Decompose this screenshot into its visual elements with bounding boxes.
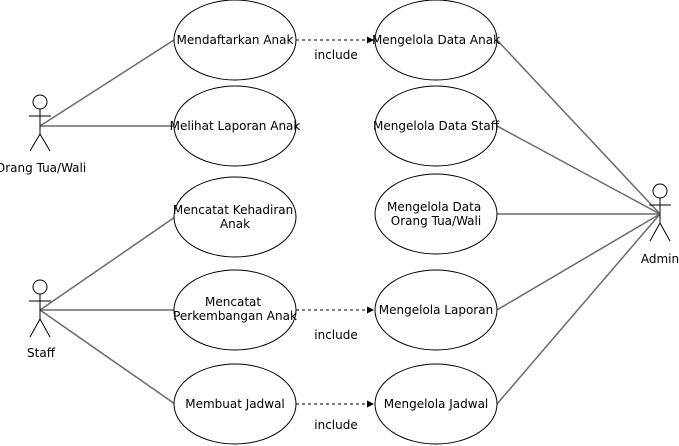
use-case-label: Mencatat Kehadiran Anak: [173, 203, 297, 231]
actor-label: Admin: [641, 252, 679, 266]
include-label-schedule: include: [314, 418, 357, 432]
association-admin-staff-data: [496, 125, 661, 215]
use-case-label: Melihat Laporan Anak: [170, 119, 301, 133]
association-admin-schedule: [496, 213, 661, 405]
association-staff-attendance: [39, 216, 176, 311]
include-label-child-data: include: [314, 48, 357, 62]
association-staff-schedule: [39, 309, 176, 405]
use-case-record-progress[interactable]: Mencatat Perkembangan Anak: [173, 269, 297, 351]
actor-head: [32, 94, 48, 110]
use-case-manage-staff-data[interactable]: Mengelola Data Staff: [373, 85, 500, 167]
actor-leg-left: [29, 318, 41, 338]
association-parent-register: [39, 39, 175, 127]
use-case-label: Mendaftarkan Anak: [177, 33, 294, 47]
actor-label: Staff: [27, 346, 56, 360]
use-case-view-report[interactable]: Melihat Laporan Anak: [170, 85, 301, 167]
actor-label: Orang Tua/Wali: [0, 161, 86, 175]
association-admin-reports: [496, 213, 661, 311]
use-case-create-schedule[interactable]: Membuat Jadwal: [173, 363, 297, 445]
use-case-register-child[interactable]: Mendaftarkan Anak: [173, 0, 297, 81]
association-admin-child-data: [496, 39, 661, 215]
use-case-label: Mengelola Data Staff: [373, 119, 500, 133]
actor-leg-right: [39, 133, 51, 152]
include-label-reports: include: [314, 328, 357, 342]
use-case-manage-parent-data[interactable]: Mengelola Data Orang Tua/Wali: [374, 173, 498, 255]
actor-staff[interactable]: Staff: [27, 279, 56, 360]
use-case-label: Mencatat Perkembangan Anak: [173, 295, 297, 323]
actor-leg-left: [649, 222, 661, 242]
actor-leg-left: [29, 133, 41, 152]
use-case-label: Mengelola Data Anak: [372, 33, 500, 47]
use-case-label: Mengelola Laporan: [379, 303, 493, 317]
use-case-record-attendance[interactable]: Mencatat Kehadiran Anak: [173, 176, 297, 258]
actor-leg-right: [39, 318, 51, 338]
use-case-label: Membuat Jadwal: [185, 397, 285, 411]
use-case-manage-schedule[interactable]: Mengelola Jadwal: [374, 363, 498, 445]
actor-admin[interactable]: Admin: [641, 183, 679, 266]
actor-leg-right: [659, 222, 671, 242]
actor-parent[interactable]: Orang Tua/Wali: [0, 94, 86, 175]
actor-head: [32, 279, 48, 295]
use-case-label: Mengelola Jadwal: [384, 397, 489, 411]
use-case-label: Mengelola Data Orang Tua/Wali: [387, 200, 485, 228]
actor-head: [652, 183, 668, 199]
use-case-manage-reports[interactable]: Mengelola Laporan: [374, 269, 498, 351]
use-case-manage-child-data[interactable]: Mengelola Data Anak: [372, 0, 500, 81]
